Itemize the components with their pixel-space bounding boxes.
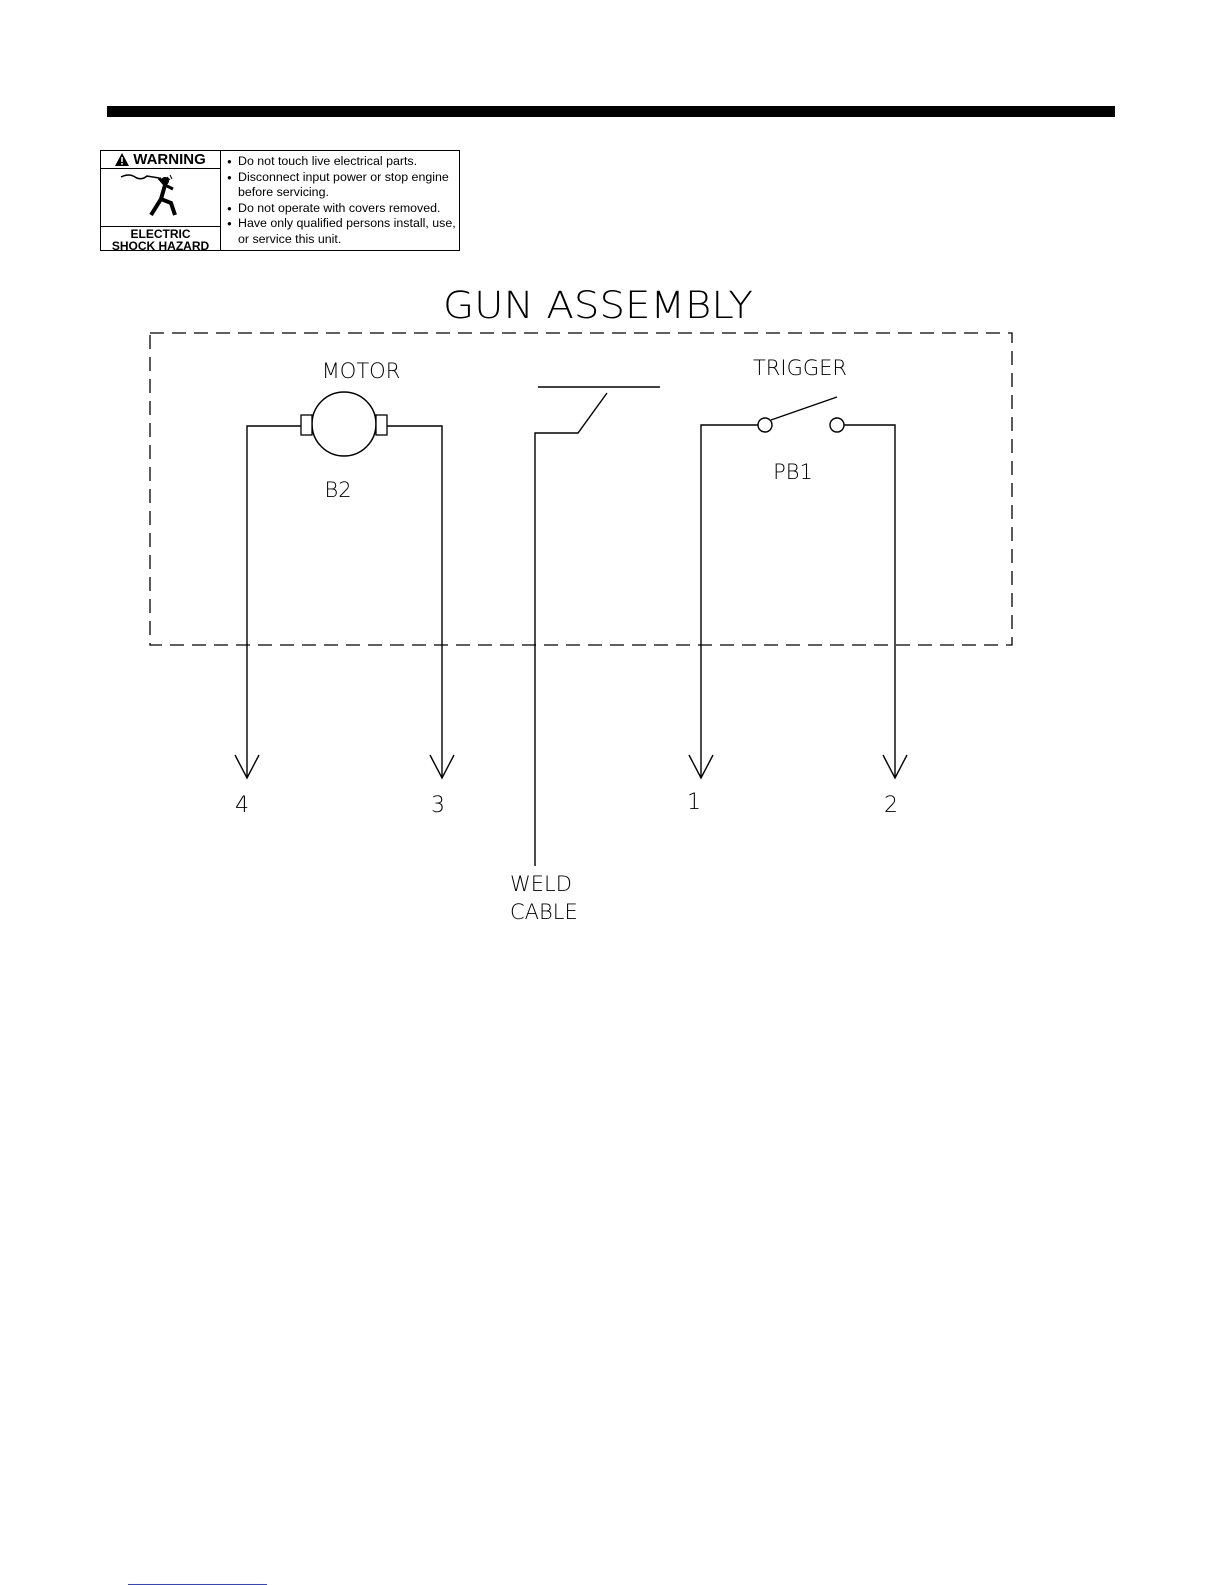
terminal-label-2: 2: [884, 793, 898, 818]
terminal-label-3: 3: [431, 793, 445, 818]
motor-label: MOTOR: [322, 359, 401, 383]
wire-2: [844, 425, 895, 778]
wire-3: [387, 426, 442, 778]
weld-cable-line: [535, 393, 607, 866]
motor-designator: B2: [324, 478, 351, 502]
wire-4: [247, 426, 301, 778]
wire-1: [701, 425, 758, 778]
trigger-switch-blade: [771, 397, 837, 420]
diagram-title: GUN ASSEMBLY: [443, 284, 753, 327]
trigger-contact-right: [830, 418, 844, 432]
trigger-label: TRIGGER: [753, 356, 847, 380]
motor-brush-right: [376, 415, 387, 435]
trigger-designator: PB1: [773, 460, 813, 484]
motor-symbol: [312, 392, 376, 456]
motor-brush-left: [301, 415, 312, 435]
terminal-label-4: 4: [235, 793, 249, 818]
trigger-contact-left: [758, 418, 772, 432]
weld-cable-label-2: CABLE: [510, 900, 578, 924]
gun-assembly-boundary: [150, 333, 1012, 645]
terminal-label-1: 1: [687, 790, 701, 815]
weld-cable-label-1: WELD: [510, 872, 572, 896]
